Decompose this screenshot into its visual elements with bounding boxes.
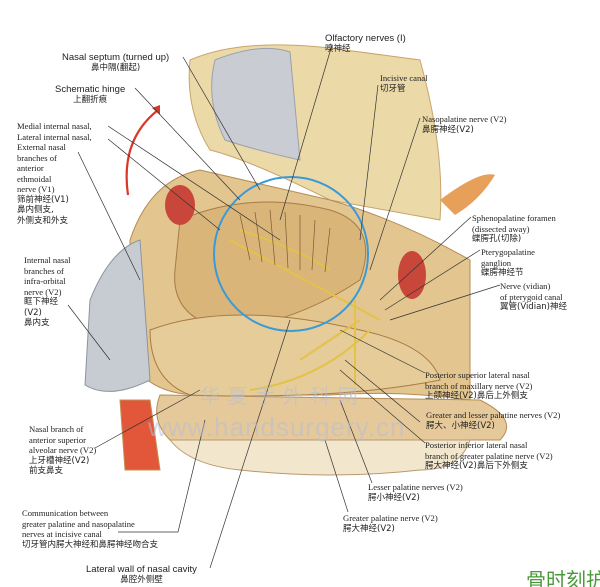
palate-bone: [156, 394, 508, 441]
label-post-sup-lateral-nasal: Posterior superior lateral nasal branch …: [425, 370, 533, 401]
sphenoid-sinus: [398, 251, 426, 299]
nerve-branches: [229, 229, 381, 391]
label-post-inf-lateral-nasal: Posterior inferior lateral nasal branch …: [425, 440, 553, 471]
sphenoid-bone: [440, 174, 495, 215]
watermark-site: www.handsurgery.cn: [148, 412, 406, 442]
schematic-hinge-arrow: [125, 109, 159, 196]
septum-grey-surface: [211, 47, 301, 161]
nasal-bone-left: [84, 239, 151, 392]
label-greater-palatine: Greater palatine nerve (V2)腭大神经(V2): [343, 513, 438, 534]
watermark-cn: 华 夏 手 外 科 网: [200, 386, 359, 408]
frontal-sinus: [165, 185, 195, 225]
label-ethmoidal-nerve: Medial internal nasal, Lateral internal …: [17, 121, 92, 226]
label-communication: Communication between greater palatine a…: [22, 508, 159, 550]
label-nasal-branch-asa: Nasal branch of anterior superior alveol…: [29, 424, 97, 476]
corner-logo-text: 骨时刻护: [526, 568, 600, 587]
label-lesser-palatine: Lesser palatine nerves (V2)腭小神经(V2): [368, 482, 463, 503]
leader-lines: [67, 44, 501, 569]
label-greater-lesser-palatine: Greater and lesser palatine nerves (V2)腭…: [426, 410, 561, 431]
highlight-circle: [213, 176, 369, 332]
label-nasal-septum: Nasal septum (turned up)鼻中隔(翻起): [62, 52, 170, 73]
label-olfactory-nerves: Olfactory nerves (I)嗅神经: [325, 33, 406, 54]
label-sphenopalatine-foramen: Sphenopalatine foramen (dissected away)蝶…: [472, 213, 556, 244]
label-infraorbital-nerve: Internal nasal branches of infra-orbital…: [24, 255, 71, 328]
olfactory-fibres: [239, 209, 331, 273]
label-nasopalatine-nerve: Nasopalatine nerve (V2)鼻腭神经(V2): [422, 114, 507, 135]
inferior-concha: [149, 314, 441, 397]
